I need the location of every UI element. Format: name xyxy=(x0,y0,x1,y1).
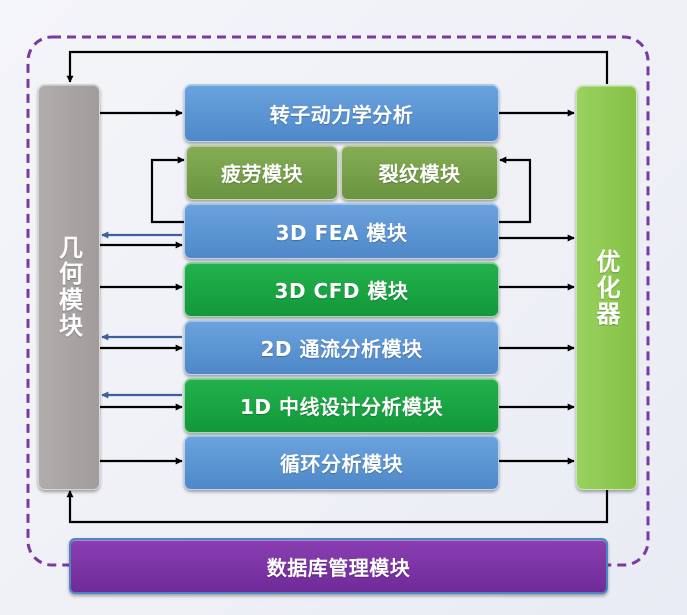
optimizer-module-label: 优化器 xyxy=(592,248,620,327)
cycle-analysis-module[interactable]: 循环分析模块 xyxy=(184,435,499,490)
fatigue-label: 疲劳模块 xyxy=(221,162,303,186)
meanline-1d-module[interactable]: 1D 中线设计分析模块 xyxy=(184,378,499,433)
fea-3d-module[interactable]: 3D FEA 模块 xyxy=(184,203,499,259)
cfd-3d-label: 3D CFD 模块 xyxy=(274,279,409,303)
geometry-module-label: 几何模块 xyxy=(54,235,83,339)
geometry-module[interactable]: 几何模块 xyxy=(38,84,100,490)
optimizer-to-geometry-bottom-arrow xyxy=(66,490,609,524)
crack-label: 裂纹模块 xyxy=(378,162,461,186)
rotor-dynamics-label: 转子动力学分析 xyxy=(269,102,414,127)
fatigue-module[interactable]: 疲劳模块 xyxy=(186,145,338,200)
database-management-label: 数据库管理模块 xyxy=(266,555,411,580)
optimizer-to-geometry-top-arrow xyxy=(66,50,609,84)
throughflow-2d-module[interactable]: 2D 通流分析模块 xyxy=(184,320,499,375)
rotor-dynamics-module[interactable]: 转子动力学分析 xyxy=(184,84,499,142)
fea-to-fatigue-arrow xyxy=(150,156,186,224)
database-management-module[interactable]: 数据库管理模块 xyxy=(69,538,608,594)
cycle-analysis-label: 循环分析模块 xyxy=(280,452,403,476)
cfd-3d-module[interactable]: 3D CFD 模块 xyxy=(184,262,499,317)
crack-module[interactable]: 裂纹模块 xyxy=(341,145,498,200)
meanline-1d-label: 1D 中线设计分析模块 xyxy=(240,395,443,419)
fea-to-crack-arrow xyxy=(497,156,532,224)
optimizer-module[interactable]: 优化器 xyxy=(576,85,637,490)
fea-3d-label: 3D FEA 模块 xyxy=(275,220,408,245)
throughflow-2d-label: 2D 通流分析模块 xyxy=(260,337,423,361)
